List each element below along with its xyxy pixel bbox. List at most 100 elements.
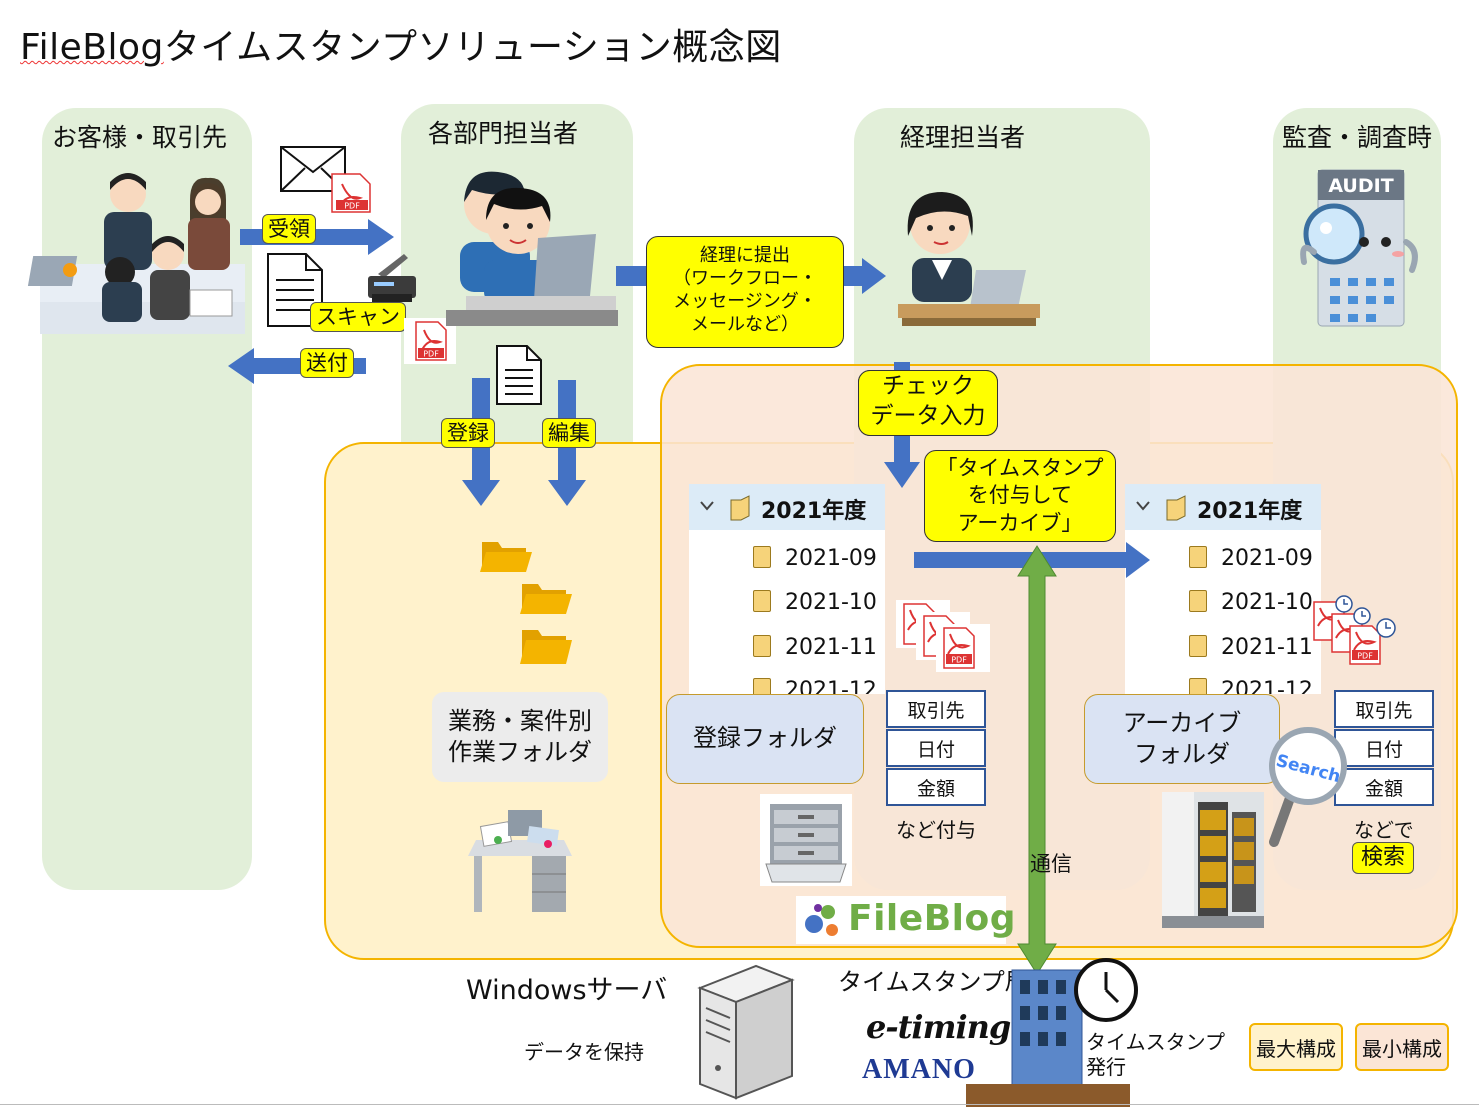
- tree-item[interactable]: 2021-11: [1189, 635, 1313, 660]
- legend-min-config: 最小構成: [1355, 1023, 1449, 1071]
- tree-header-label: 2021年度: [1197, 499, 1303, 524]
- search-label: 検索: [1352, 842, 1415, 874]
- search-magnifier-icon: Search: [1269, 727, 1347, 847]
- pdf-icon-label: PDF: [344, 202, 360, 211]
- lane-label-customer: お客様・取引先: [52, 123, 228, 152]
- scanned-pdf-icon: PDF: [404, 318, 456, 364]
- folder-icon: [1189, 678, 1207, 694]
- tree-item[interactable]: 2021-11: [753, 635, 877, 660]
- register-label: 登録: [441, 418, 495, 449]
- legend-max-config: 最大構成: [1249, 1023, 1343, 1071]
- tree-header-row[interactable]: [689, 484, 885, 530]
- timestamp-archive-box: 「タイムスタンプ を付与して アーカイブ」: [924, 450, 1116, 542]
- messy-desk-illustration: [468, 810, 572, 912]
- archive-box-line-2: を付与して: [967, 483, 1073, 508]
- etiming-logo: e-timing: [866, 1008, 1011, 1046]
- fileblog-logo: FileBlog: [796, 896, 1015, 944]
- archive-folder-box: アーカイブフォルダ: [1084, 694, 1280, 784]
- tree-item[interactable]: 2021-10: [1189, 590, 1313, 615]
- windows-server-label: Windowsサーバ: [466, 975, 668, 1006]
- folder-icon: [1166, 495, 1186, 521]
- tree-item[interactable]: 2021-09: [753, 546, 877, 571]
- submit-box-line-2: （ワークフロー・: [673, 268, 817, 290]
- chevron-down-icon[interactable]: [699, 500, 715, 512]
- tree-item-label: 2021-11: [785, 635, 877, 660]
- scanner-icon: [368, 254, 416, 302]
- ts-issue-line-2: 発行: [1086, 1055, 1126, 1079]
- data-keep-label: データを保持: [524, 1040, 644, 1064]
- server-icon: [697, 964, 795, 1100]
- tree-item-label: 2021-09: [785, 546, 877, 571]
- accounting-worker-illustration: [898, 192, 1040, 326]
- department-workers-illustration: [446, 171, 618, 326]
- tsa-label: タイムスタンプ局: [838, 968, 1029, 996]
- chevron-down-icon[interactable]: [1135, 500, 1151, 512]
- tree-item-label: 2021-10: [785, 590, 877, 615]
- submit-box-line-1: 経理に提出: [700, 245, 790, 266]
- attr-search-note: などで: [1354, 818, 1414, 842]
- work-folder-line-2: 作業フォルダ: [448, 738, 592, 766]
- communication-label: 通信: [1030, 852, 1072, 876]
- fileblog-logo-mark-icon: [805, 904, 838, 936]
- attr-amount-left: 金額: [886, 768, 986, 806]
- attr-date-left: 日付: [886, 729, 986, 767]
- tree-item[interactable]: 2021-12: [753, 678, 877, 694]
- bottom-divider: [0, 1104, 1479, 1105]
- attr-client-left: 取引先: [886, 690, 986, 728]
- lane-label-departments: 各部門担当者: [428, 119, 579, 148]
- tree-item-label: 2021-11: [1221, 635, 1313, 660]
- folder-icon: [730, 495, 750, 521]
- pdf-icon: PDF: [331, 173, 371, 213]
- amano-logo: AMANO: [862, 1054, 976, 1085]
- tree-item[interactable]: 2021-09: [1189, 546, 1313, 571]
- archive-box-line-1: 「タイムスタンプ: [936, 456, 1104, 480]
- fileblog-logo-text: FileBlog: [848, 898, 1016, 939]
- folder-icon: [753, 678, 771, 694]
- tree-item-label: 2021-10: [1221, 590, 1313, 615]
- register-folder-box: 登録フォルダ: [666, 694, 864, 784]
- check-overlay-line-2: データ入力: [870, 402, 986, 429]
- work-folder-line-1: 業務・案件別: [448, 706, 592, 735]
- work-folders-icons: [480, 542, 572, 664]
- tree-header-row[interactable]: [1125, 484, 1321, 530]
- check-data-entry-box-overlay: チェック データ入力: [858, 370, 998, 436]
- ts-issue-line-1: タイムスタンプ: [1086, 1030, 1225, 1054]
- file-cabinet-illustration: [760, 794, 852, 886]
- attr-client-right: 取引先: [1334, 690, 1434, 728]
- lane-label-audit: 監査・調査時: [1282, 123, 1433, 152]
- tree-header-label: 2021年度: [761, 499, 867, 524]
- customer-meeting-illustration: [27, 173, 245, 334]
- tree-item[interactable]: 2021-10: [753, 590, 877, 615]
- send-label: 送付: [300, 348, 354, 379]
- folder-icon: [1189, 546, 1207, 568]
- archive-shelves-photo: [1162, 792, 1264, 928]
- folder-icon: [1189, 590, 1207, 612]
- register-folder-tree: 2021年度 2021-09 2021-10 2021-11 2021-12: [689, 484, 885, 694]
- scan-label: スキャン: [310, 302, 406, 333]
- dept-document-icon: [496, 345, 542, 405]
- timestamped-pdf-icons: PDF: [1313, 595, 1396, 665]
- folder-icon: [753, 635, 771, 657]
- folder-icon: [753, 546, 771, 568]
- tree-item-label: 2021-09: [1221, 546, 1313, 571]
- tsa-building-illustration: [966, 958, 1138, 1107]
- check-overlay-line-1: チェック: [882, 373, 974, 399]
- audit-sign-text: AUDIT: [1328, 175, 1393, 197]
- page-title: FileBlogタイムスタンプソリューション概念図: [20, 18, 782, 70]
- receive-arrow: [240, 219, 394, 255]
- archive-folder-line-1: アーカイブ: [1122, 708, 1242, 737]
- title-rest: タイムスタンプソリューション概念図: [163, 27, 782, 68]
- submit-box-line-3: メッセージング・: [673, 291, 817, 313]
- stacked-pdf-label: PDF: [951, 656, 967, 665]
- send-arrow: [228, 348, 366, 384]
- edit-label: 編集: [542, 418, 596, 449]
- audit-building-illustration: AUDIT: [1300, 169, 1418, 327]
- work-folder-box: 業務・案件別作業フォルダ: [432, 692, 608, 782]
- submit-box-line-4: メールなど）: [691, 314, 799, 336]
- attr-assign-note: など付与: [896, 818, 976, 842]
- tree-item[interactable]: 2021-12: [1189, 678, 1313, 694]
- folder-icon: [753, 590, 771, 612]
- tree-item-label: 2021-12: [785, 678, 877, 694]
- tree-item-label: 2021-12: [1221, 678, 1313, 694]
- archive-box-line-3: アーカイブ」: [957, 510, 1083, 535]
